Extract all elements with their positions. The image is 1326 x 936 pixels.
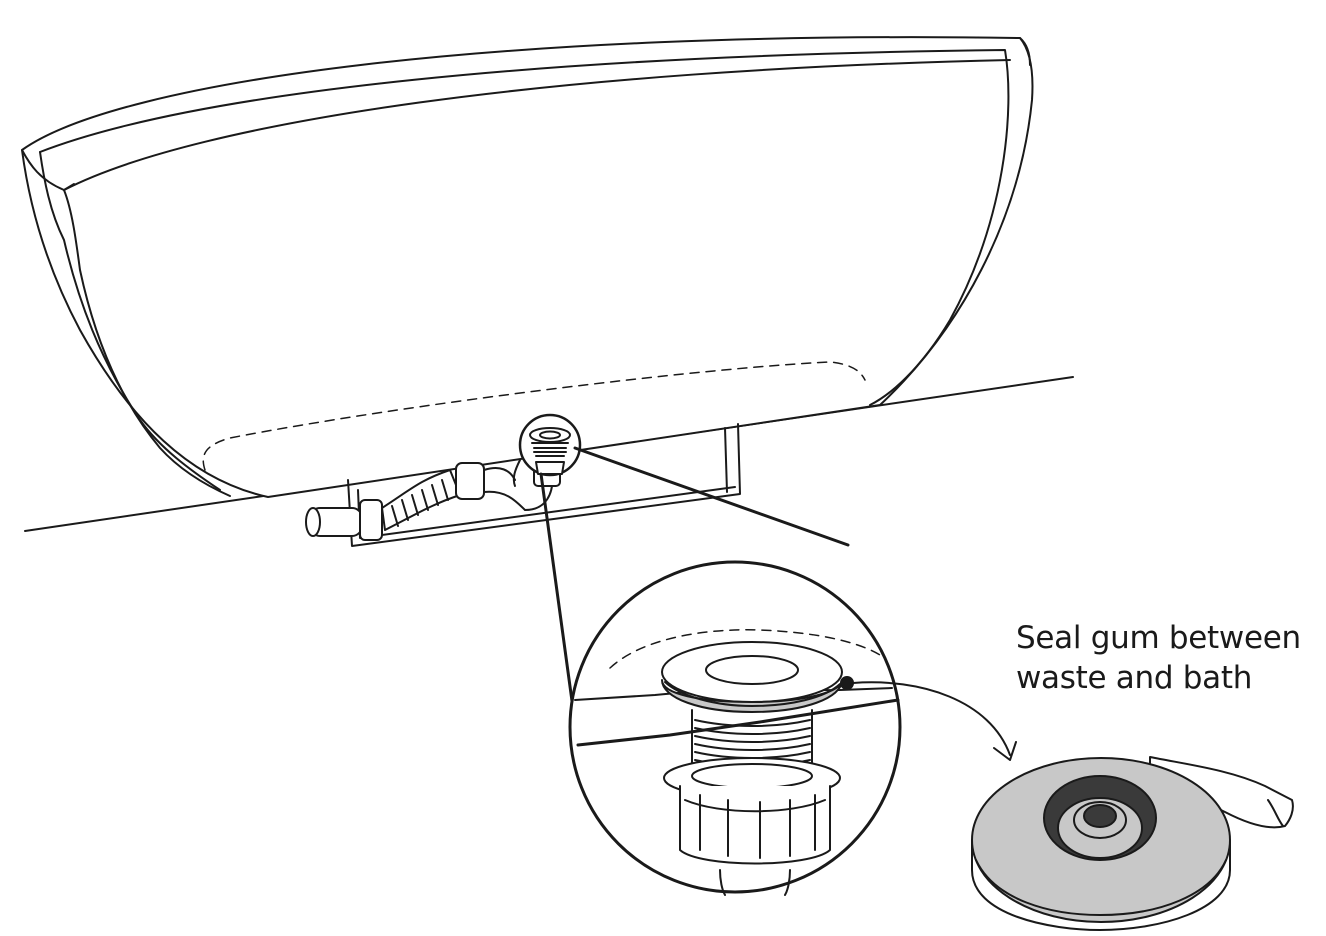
bath-tub	[21, 36, 1034, 498]
magnifier-circle	[568, 560, 902, 896]
caption-line-2: waste and bath	[1016, 660, 1253, 696]
magnifier-line-right	[573, 446, 850, 547]
waste-fitting-small	[518, 413, 582, 477]
waste-pipe	[305, 459, 561, 541]
caption-line-1: Seal gum between	[1016, 620, 1301, 656]
seal-gum-roll	[971, 756, 1294, 931]
seal-gum-caption: Seal gum between waste and bath	[1016, 618, 1316, 698]
pointer-arrow	[840, 676, 1017, 761]
